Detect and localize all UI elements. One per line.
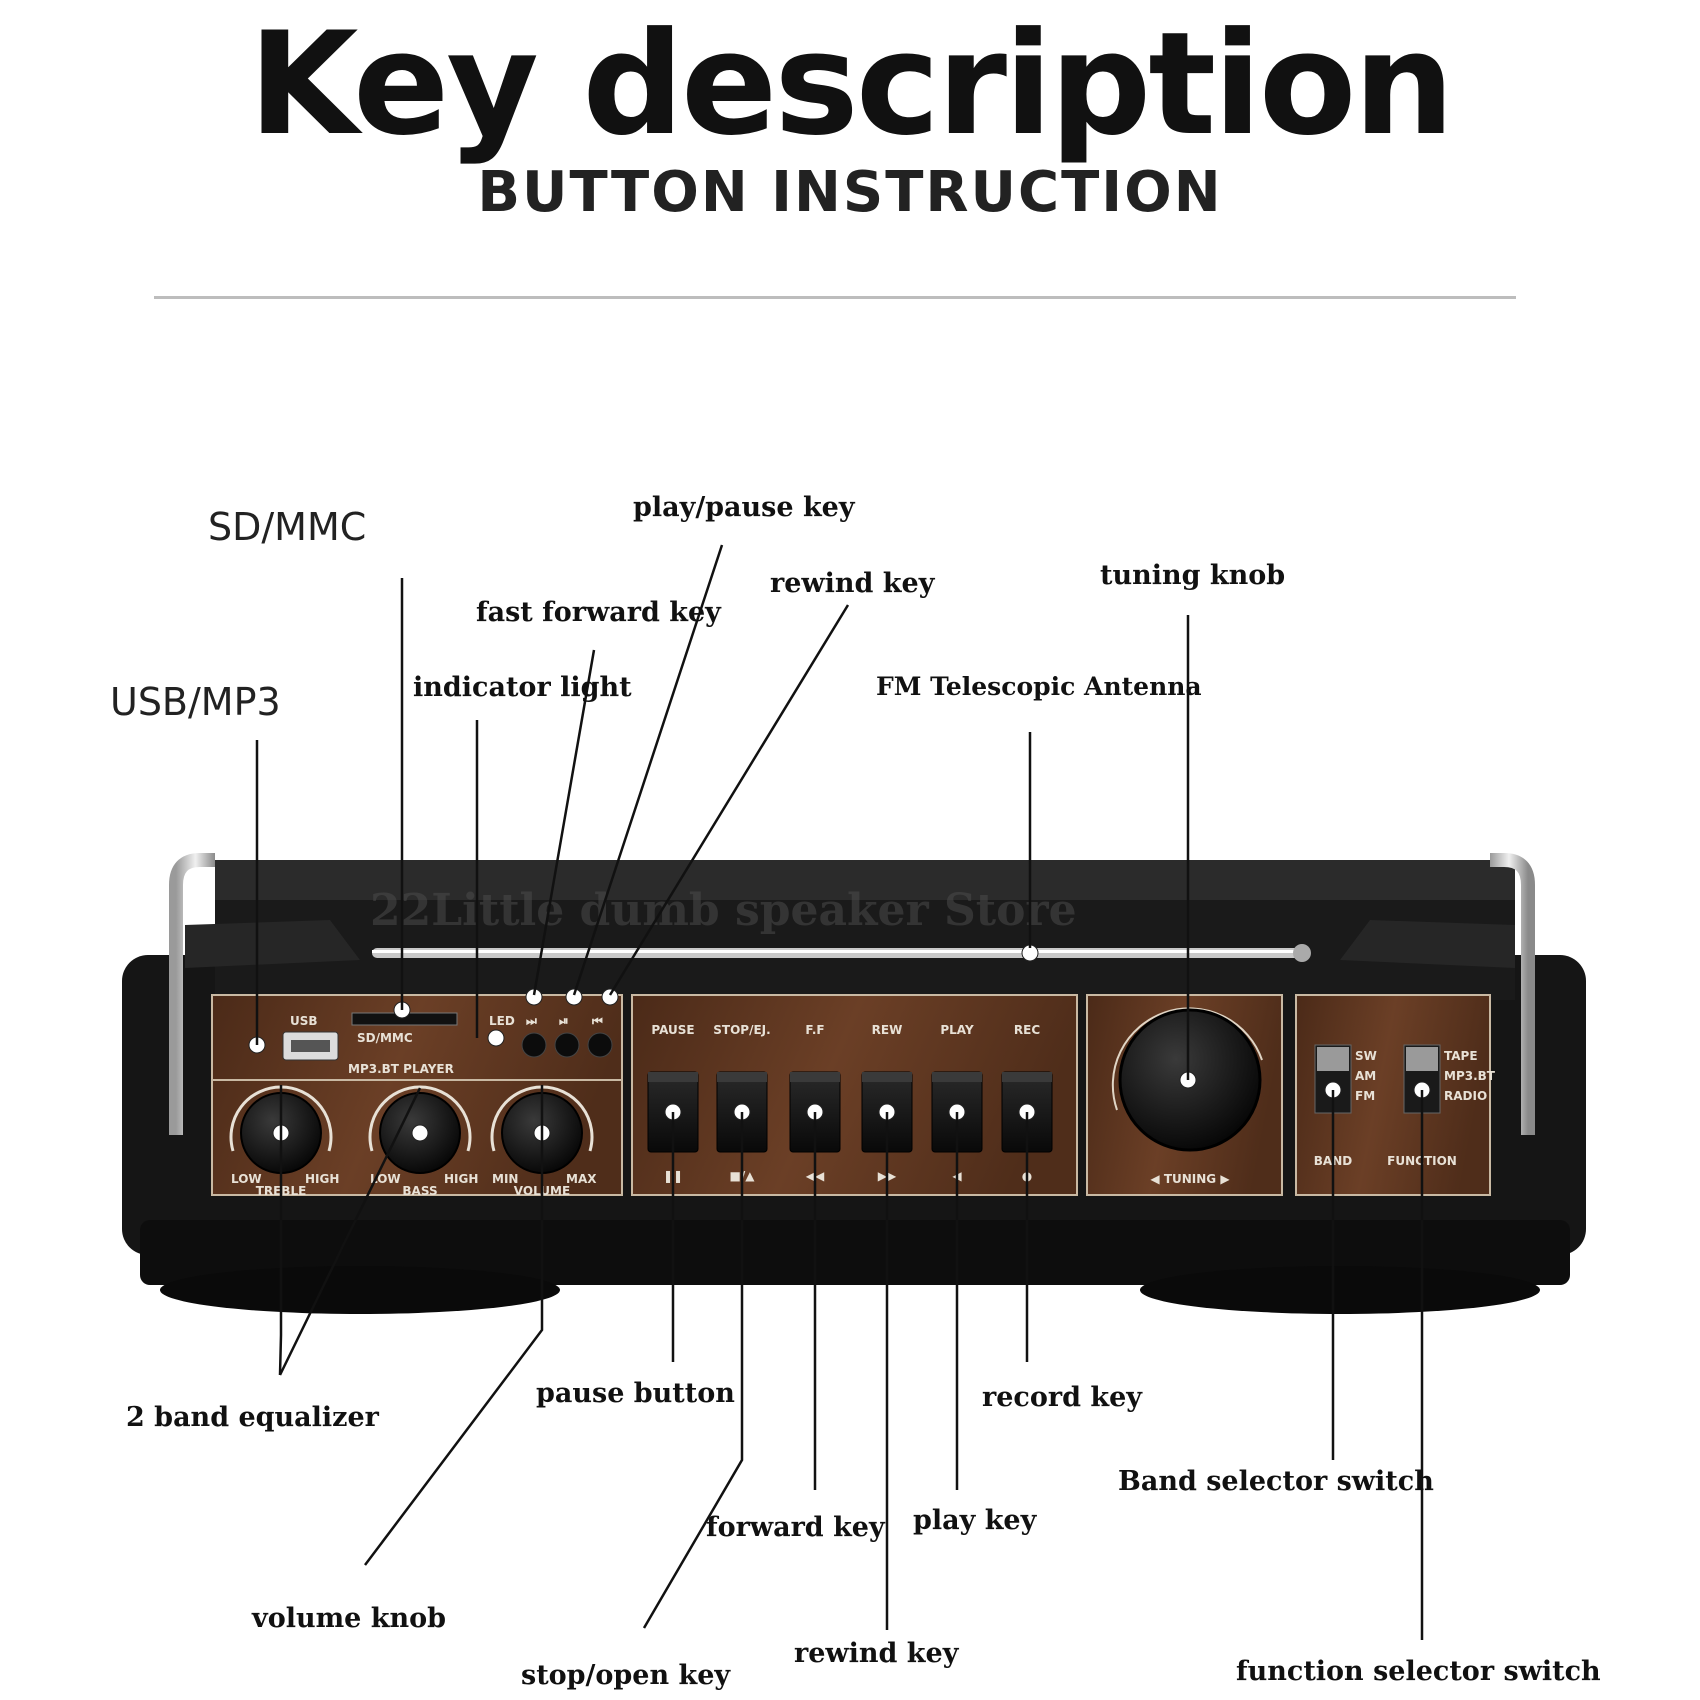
callout-pause-button: pause button (536, 1378, 735, 1409)
knob-name-label: VOLUME (514, 1184, 570, 1198)
callout-dot (565, 988, 583, 1006)
callout-dot (533, 1124, 551, 1142)
watermark: 22Little dumb speaker Store (370, 885, 1077, 936)
tape-key-symbol: ◀ (952, 1169, 962, 1183)
callout-rewind-key-bottom: rewind key (794, 1638, 959, 1669)
mp3-button[interactable] (554, 1032, 580, 1058)
tape-key-label: PAUSE (651, 1023, 694, 1037)
callout-dot (1018, 1103, 1036, 1121)
selector-option-label: SW (1355, 1049, 1377, 1063)
page-title: Key description (248, 2, 1454, 167)
mp3-button[interactable] (521, 1032, 547, 1058)
tuning-label: ◀ TUNING ▶ (1150, 1172, 1230, 1186)
tape-key-symbol: ■/▲ (730, 1169, 756, 1183)
callout-dot (487, 1029, 505, 1047)
selector-panel: SW AM FM BAND TAPE MP3.BT RADIO FUNCTION (1295, 994, 1496, 1196)
callout-fast-forward-key: fast forward key (476, 597, 721, 628)
callout-fm-antenna: FM Telescopic Antenna (876, 672, 1202, 701)
tape-key-label: STOP/EJ. (713, 1023, 770, 1037)
usb-label: USB (290, 1014, 318, 1028)
callout-function-selector-switch: function selector switch (1236, 1656, 1601, 1687)
knob-name-label: BASS (402, 1184, 437, 1198)
carry-handles (169, 853, 1535, 1135)
callout-rewind-key-top: rewind key (770, 568, 935, 599)
callout-usb-mp3: USB/MP3 (110, 680, 281, 724)
tape-deck-panel: PAUSE ❚❚ STOP/EJ. ■/▲ F.F ◀◀ REW ▶▶ PLAY ◀ REC ● (631, 994, 1078, 1196)
led-label: LED (489, 1014, 515, 1028)
callout-forward-key: forward key (706, 1512, 885, 1543)
callout-play-pause-key: play/pause key (633, 492, 855, 523)
selector-option-label: MP3.BT (1444, 1069, 1496, 1083)
mp3-player-label: MP3.BT PLAYER (348, 1062, 454, 1076)
knob-max-label: MAX (566, 1172, 597, 1186)
callout-dot (272, 1124, 290, 1142)
callout-two-band-equalizer: 2 band equalizer (126, 1402, 379, 1433)
knob-name-label: TREBLE (256, 1184, 307, 1198)
callout-dot (948, 1103, 966, 1121)
tape-key-symbol: ❚❚ (663, 1169, 683, 1183)
sd-label: SD/MMC (357, 1031, 413, 1045)
selector-option-label: AM (1355, 1069, 1376, 1083)
tape-key-label: F.F (805, 1023, 824, 1037)
callout-dot (248, 1036, 266, 1054)
divider (154, 296, 1516, 299)
tape-key-symbol: ◀◀ (806, 1169, 825, 1183)
callout-dot (806, 1103, 824, 1121)
mp3-button[interactable] (587, 1032, 613, 1058)
callout-dot (411, 1124, 429, 1142)
callout-sd-mmc: SD/MMC (208, 505, 367, 549)
callout-play-key: play key (913, 1505, 1037, 1536)
mp3-button-icon: ⏭ (526, 1014, 537, 1028)
page-subtitle: BUTTON INSTRUCTION (477, 160, 1223, 225)
callout-dot (1324, 1081, 1342, 1099)
callout-dot (601, 988, 619, 1006)
callout-dot (1179, 1071, 1197, 1089)
mp3-panel: USB SD/MMC LED MP3.BT PLAYER ⏭ ⏯ ⏮ LOW HIGH… (211, 994, 623, 1198)
tape-key-label: PLAY (940, 1023, 974, 1037)
callout-dot (878, 1103, 896, 1121)
callout-stop-open-key: stop/open key (521, 1660, 731, 1691)
callout-dot (393, 1001, 411, 1019)
tape-key-symbol: ● (1022, 1169, 1032, 1183)
tape-key-symbol: ▶▶ (878, 1169, 897, 1183)
tape-key-label: REW (872, 1023, 903, 1037)
tape-key-label: REC (1014, 1023, 1040, 1037)
selector-option-label: FM (1355, 1089, 1375, 1103)
knob-max-label: HIGH (444, 1172, 478, 1186)
selector-option-label: RADIO (1444, 1089, 1487, 1103)
knob-max-label: HIGH (305, 1172, 339, 1186)
callout-tuning-knob: tuning knob (1100, 560, 1286, 591)
selector-option-label: TAPE (1444, 1049, 1478, 1063)
callout-volume-knob: volume knob (252, 1603, 446, 1634)
knob-min-label: LOW (370, 1172, 401, 1186)
tuning-panel: ◀ TUNING ▶ (1086, 994, 1283, 1196)
mp3-button-icon: ⏯ (559, 1014, 569, 1028)
callout-record-key: record key (982, 1382, 1142, 1413)
callout-dot (1021, 944, 1039, 962)
selector-name-label: FUNCTION (1387, 1154, 1457, 1168)
callout-dot (525, 988, 543, 1006)
callout-dot (664, 1103, 682, 1121)
callout-dot (733, 1103, 751, 1121)
callout-indicator-light: indicator light (413, 672, 632, 703)
knob-min-label: LOW (231, 1172, 262, 1186)
selector-name-label: BAND (1314, 1154, 1352, 1168)
callout-dot (1413, 1081, 1431, 1099)
callout-band-selector-switch: Band selector switch (1118, 1466, 1434, 1497)
mp3-button-icon: ⏮ (592, 1014, 603, 1028)
